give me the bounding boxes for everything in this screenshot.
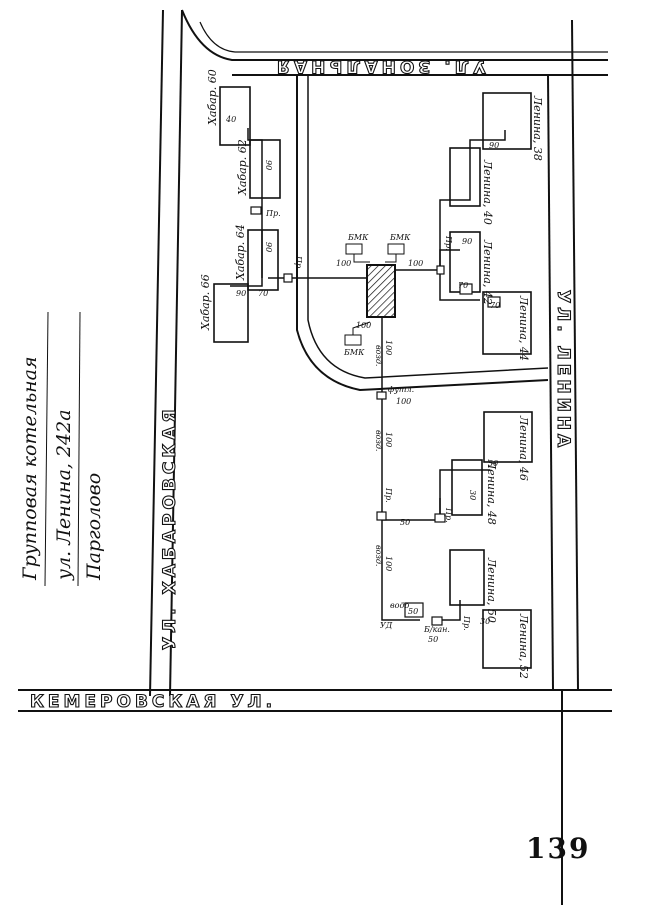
building-khabar-60	[219, 86, 251, 146]
label-ud: УД	[380, 621, 393, 630]
building-lenina-46	[483, 411, 533, 463]
title-underline-1	[44, 311, 49, 587]
title-line-2: ул. Ленина, 242а	[53, 409, 75, 581]
building-lenina-44	[482, 291, 532, 355]
building-lenina-52	[482, 609, 532, 669]
street-lenina: УЛ. ЛЕНИНА	[553, 290, 573, 451]
dia-100-d: 100	[396, 397, 411, 406]
label-khabar-62: Хабар. 62	[236, 139, 249, 196]
street-khabarovskaya: УЛ. ХАБАРОВСКАЯ	[160, 406, 180, 650]
label-khabar-64: Хабар. 64	[234, 224, 247, 281]
dia-50-c: 50	[428, 635, 438, 644]
dia-50-b: 50	[488, 459, 498, 468]
dia-100-c: 100	[356, 321, 371, 330]
dia-90-e: 90	[236, 289, 246, 298]
dia-50-a: 50	[400, 518, 410, 527]
label-bkan: Б/кан.	[423, 625, 450, 634]
dia-100-a: 100	[336, 259, 351, 268]
label-pr-1: Пр.	[265, 209, 281, 218]
dia-30-a: 30	[468, 490, 477, 500]
dia-30-b: 30	[480, 617, 490, 626]
label-pr-6: Пр.	[462, 615, 471, 631]
street-zonalnaya: УЛ. ЗОНАЛЬНАЯ	[273, 56, 486, 76]
label-lenina-46: Ленина, 46	[517, 415, 530, 481]
label-futl: футл.	[388, 385, 414, 394]
label-pr-2: Пр.	[294, 255, 303, 271]
label-lenina-50: Ленина, 50	[485, 557, 498, 623]
roads	[18, 9, 612, 905]
dia-90-d: 90	[462, 237, 472, 246]
title-line-1: Групповая котельная	[19, 356, 41, 581]
label-bmk-1: БМК	[347, 233, 369, 242]
label-bmk-3: БМК	[343, 348, 365, 357]
label-vodo: водо	[390, 601, 410, 610]
dia-100-b: 100	[408, 259, 423, 268]
label-lenina-40: Ленина, 40	[481, 159, 494, 225]
heat-network	[230, 128, 506, 621]
dia-50-d: 50	[408, 607, 418, 616]
dia-40: 40	[225, 115, 236, 124]
label-lenina-42: Ленина, 42	[481, 239, 494, 305]
building-lenina-38	[482, 92, 532, 150]
fittings	[250, 206, 501, 626]
label-lenina-44: Ленина, 44	[517, 295, 530, 361]
building-lenina-50	[449, 549, 485, 606]
label-pr-4: Пр.	[384, 487, 393, 503]
dia-90-c: 90	[489, 141, 499, 150]
label-pr-3: Пр.	[444, 235, 453, 251]
label-khabar-60: Хабар. 60	[206, 69, 219, 126]
bmk-units	[344, 243, 405, 346]
boiler-house	[366, 264, 396, 318]
label-bmk-2: БМК	[389, 233, 411, 242]
dia-100-e: 100	[384, 432, 393, 447]
building-khabar-62	[249, 139, 281, 199]
page-number: 139	[526, 832, 590, 865]
label-vozd-3: возд.	[374, 545, 383, 566]
dia-70-a: 70	[258, 289, 268, 298]
buildings	[213, 86, 533, 669]
title-line-3: Парголово	[83, 473, 105, 581]
dia-100-g: 100	[384, 340, 393, 355]
label-vozd-1: возд.	[374, 345, 383, 366]
dia-100-f: 100	[384, 556, 393, 571]
building-lenina-48	[451, 459, 483, 516]
dia-70-b: 70	[458, 281, 468, 290]
label-lenina-52: Ленина, 52	[517, 613, 530, 679]
title-underline-2	[77, 311, 81, 587]
dia-90-b: 90	[264, 242, 273, 252]
building-lenina-40	[449, 147, 481, 207]
label-vozd-2: возд.	[374, 430, 383, 451]
street-kemerovskaya: КЕМЕРОВСКАЯ УЛ.	[30, 692, 276, 712]
label-lenina-38: Ленина, 38	[531, 95, 544, 161]
dia-90-a: 90	[264, 160, 273, 170]
label-lenina-48: Ленина, 48	[485, 459, 498, 525]
label-khabar-66: Хабар. 66	[199, 274, 212, 331]
dia-70-c: 70	[490, 301, 500, 310]
building-khabar-66	[213, 283, 249, 343]
label-pr-5: Пр.	[444, 507, 453, 523]
building-khabar-64	[247, 229, 279, 291]
